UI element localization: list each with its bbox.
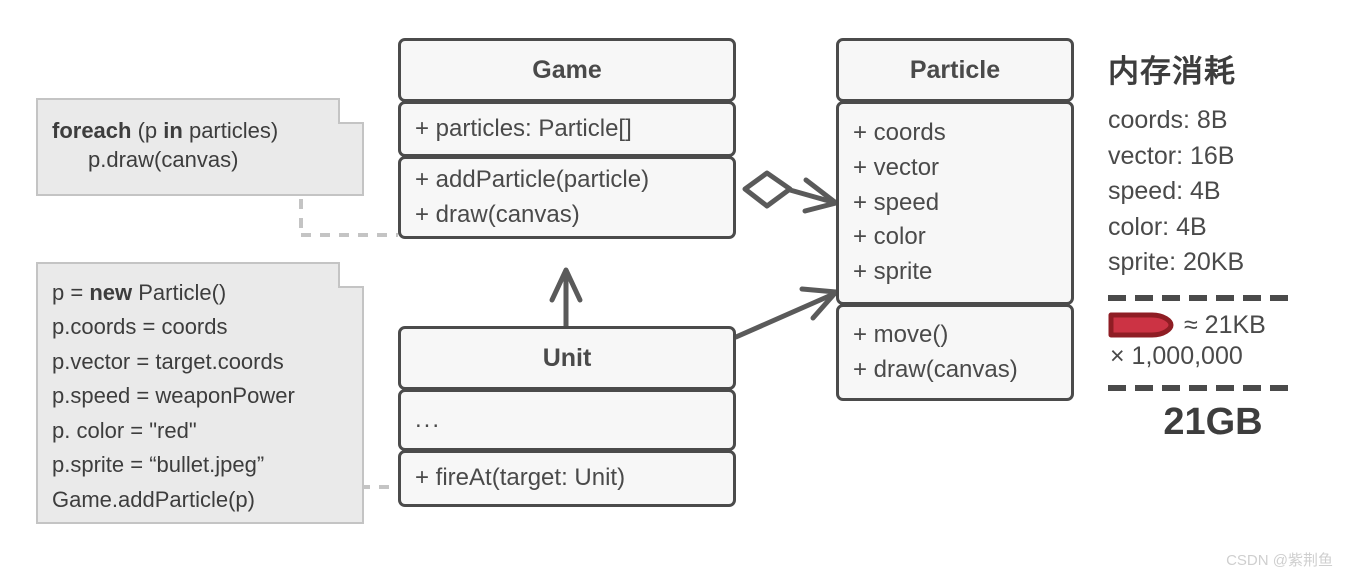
uml-class-particle[interactable]: Particle + coords+ vector+ speed+ color+… (836, 38, 1074, 401)
code-text: p.sprite = “bullet.jpeg” (52, 452, 265, 478)
panel-divider-top (1108, 294, 1294, 301)
note-line: p. color = "red" (52, 416, 346, 445)
multiplier-label: × 1,000,000 (1110, 341, 1243, 370)
class-attributes-particle: + coords + vector + speed + color + sprite (836, 101, 1074, 305)
class-method: + fireAt(target: Unit) (415, 464, 626, 492)
memory-total-label: 21GB (1163, 400, 1263, 443)
note-foreach-body: foreach (p in particles) p.draw(canvas) (38, 100, 362, 187)
class-title-particle: Particle (836, 38, 1074, 102)
uml-class-unit[interactable]: Unit ... + fireAt(target: Unit) (398, 326, 736, 507)
arrow-unit-particle (733, 286, 839, 340)
note-line: p.draw(canvas) (52, 145, 346, 174)
class-methods-game: + addParticle(particle) + draw(canvas) (398, 156, 736, 239)
keyword: foreach (52, 118, 132, 143)
class-attribute: + vector (853, 153, 940, 181)
note-foreach-loop: foreach (p in particles) p.draw(canvas) (36, 98, 364, 196)
memory-breakdown-list: coords: 8B vector: 16B speed: 4B color: 4B s… (1108, 103, 1340, 281)
class-attribute: + particles: Particle[] (415, 114, 632, 142)
class-attributes-game: + particles: Particle[] (398, 101, 736, 157)
code-text: p.vector = target.coords (52, 348, 284, 374)
panel-divider-bottom (1108, 384, 1294, 391)
class-attribute: + color (853, 223, 926, 251)
note-line: foreach (p in particles) (52, 116, 346, 145)
code-text: p. color = "red" (52, 417, 197, 443)
note-line: p.speed = weaponPower (52, 381, 346, 410)
class-method: + addParticle(particle) (415, 165, 650, 193)
uml-class-game[interactable]: Game + particles: Particle[] + addPartic… (398, 38, 736, 239)
memory-panel-title: 内存消耗 (1108, 54, 1236, 89)
class-methods-unit: + fireAt(target: Unit) (398, 450, 736, 507)
note-fireat-body: p = new Particle() p.coords = coords p.vec… (36, 262, 364, 524)
class-attributes-unit: ... (398, 389, 736, 451)
keyword: new (89, 280, 133, 305)
memory-line: sprite: 20KB (1108, 248, 1245, 276)
memory-panel: 内存消耗 coords: 8B vector: 16B speed: 4B color… (1108, 46, 1340, 444)
bullet-icon (1108, 312, 1174, 338)
code-text: (p (131, 118, 164, 143)
code-text: Game.addParticle(p) (52, 486, 255, 512)
class-method: + move() (853, 320, 949, 348)
note-fold-corner-icon (338, 98, 364, 124)
code-text: p.draw(canvas) (88, 147, 239, 173)
dashed-leader-foreach (299, 199, 398, 237)
keyword: in (163, 118, 183, 143)
memory-line: speed: 4B (1108, 177, 1221, 205)
note-line: p.coords = coords (52, 312, 346, 341)
code-text: Particle() (132, 280, 227, 305)
memory-line: color: 4B (1108, 212, 1207, 241)
class-method: + draw(canvas) (415, 200, 580, 228)
class-attribute: + coords (853, 119, 946, 146)
class-title-unit: Unit (398, 326, 736, 390)
class-attribute: + speed (853, 188, 940, 216)
bullet-size-label: ≈ 21KB (1184, 310, 1266, 339)
aggregation-game-particle (742, 170, 839, 214)
arrow-unit-game (549, 267, 583, 329)
code-text: p.speed = weaponPower (52, 383, 295, 409)
code-text: p.coords = coords (52, 314, 228, 340)
note-fire-body: p = new Particle() p.coords = coords p.vec… (38, 264, 362, 531)
note-line: p.vector = target.coords (52, 347, 346, 376)
class-methods-particle: + move() + draw(canvas) (836, 304, 1074, 401)
memory-line: coords: 8B (1108, 106, 1228, 134)
note-line: Game.addParticle(p) (52, 485, 346, 514)
class-title-game: Game (398, 38, 736, 102)
class-attribute: ... (415, 405, 442, 433)
csdn-watermark: CSDN @紫荆鱼 (1226, 552, 1333, 569)
code-text: particles) (182, 118, 279, 143)
class-method: + draw(canvas) (853, 355, 1018, 383)
class-attribute: + sprite (853, 258, 933, 286)
note-line: p.sprite = “bullet.jpeg” (52, 450, 346, 479)
code-text: p = (52, 280, 90, 305)
note-fold-corner-icon (338, 262, 364, 288)
bullet-size-row: ≈ 21KB (1108, 311, 1340, 340)
note-line: p = new Particle() (52, 278, 346, 307)
memory-line: vector: 16B (1108, 141, 1235, 170)
